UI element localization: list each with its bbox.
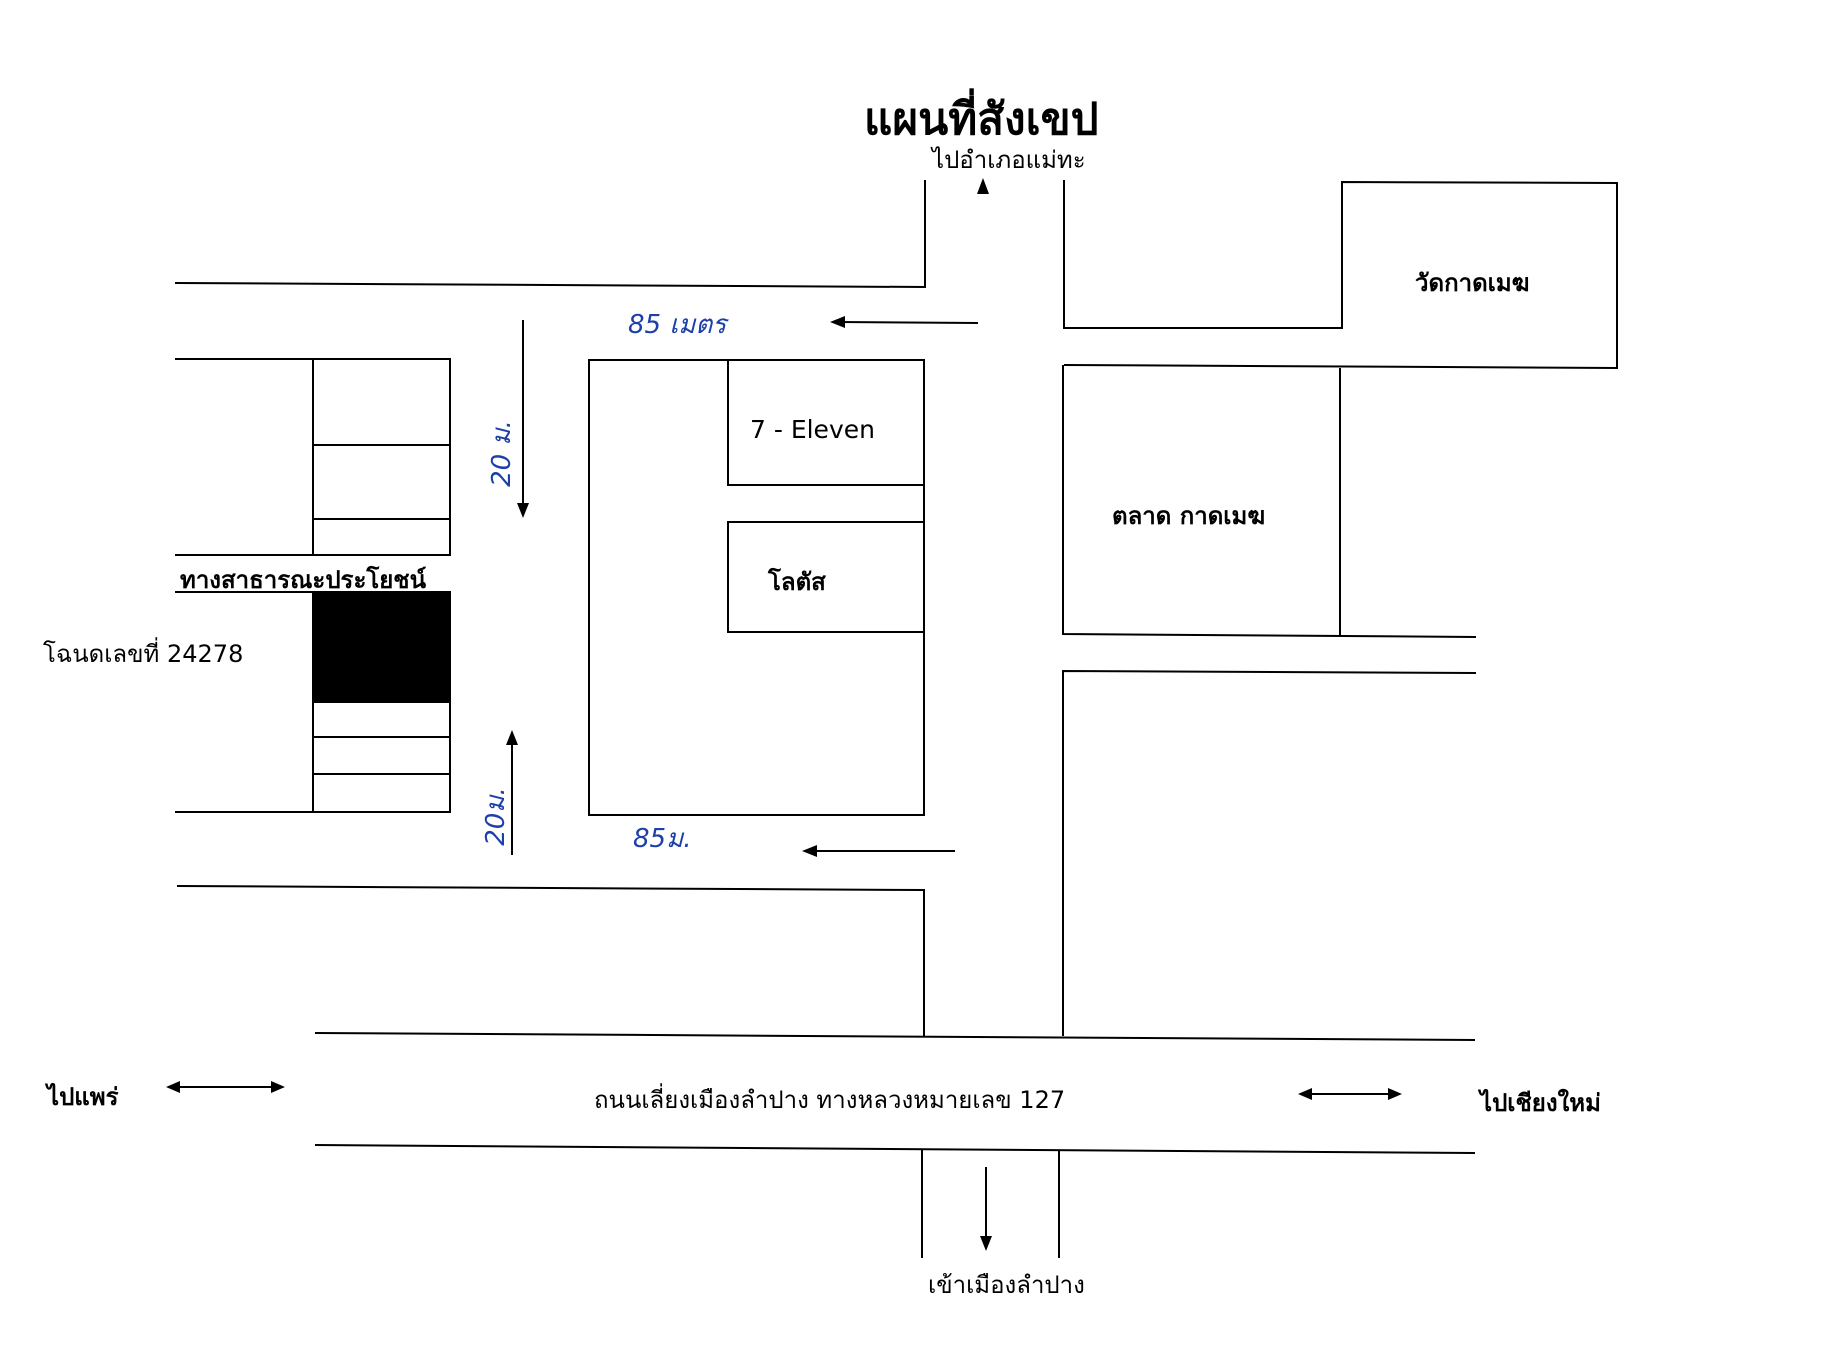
market-label: ตลาด กาดเมฆ: [1112, 502, 1266, 530]
distance-label-top: 85 เมตร: [628, 310, 727, 340]
east-destination-label: ไปเชียงใหม่: [1480, 1089, 1601, 1117]
road-edge: [1062, 669, 1477, 1036]
distance-label-upper-vertical: 20 ม.: [486, 420, 517, 487]
highway-edge-north: [314, 1032, 1476, 1041]
parcel-block-south: [175, 592, 451, 813]
lotus-label: โลตัส: [768, 568, 826, 596]
road-edge: [176, 885, 925, 1036]
seven-eleven-label: 7 - Eleven: [750, 415, 875, 444]
south-arrow: [980, 1167, 992, 1251]
east-double-arrow: [1298, 1088, 1402, 1100]
highway-label: ถนนเลี่ยงเมืองลำปาง ทางหลวงหมายเลข 127: [594, 1086, 1066, 1114]
distance-label-lower-vertical: 20ม.: [480, 787, 511, 846]
public-way-label: ทางสาธารณะประโยชน์: [180, 566, 426, 594]
subject-parcel: [312, 591, 451, 703]
road-edge: [174, 180, 926, 289]
deed-number-label: โฉนดเลขที่ 24278: [43, 640, 244, 668]
highway-edge-south: [314, 1144, 1476, 1154]
map-title: แผนที่สังเขป: [864, 94, 1099, 145]
central-block: [588, 359, 925, 816]
temple-lot-outline: [1063, 180, 1618, 370]
west-double-arrow: [166, 1081, 285, 1093]
temple-label: วัดกาดเมฆ: [1415, 269, 1530, 297]
distance-arrow-lower-vertical: [506, 730, 518, 855]
north-arrow: [977, 178, 989, 194]
distance-arrow-top: [830, 316, 979, 328]
market-block: [1062, 365, 1477, 638]
distance-label-lower: 85ม.: [633, 824, 692, 854]
distance-arrow-upper-vertical: [517, 320, 529, 518]
lotus-outline: [727, 521, 924, 633]
distance-arrow-lower: [802, 845, 955, 857]
seven-eleven-outline: [727, 360, 924, 486]
west-destination-label: ไปแพร่: [47, 1083, 119, 1111]
south-destination-label: เข้าเมืองลำปาง: [928, 1271, 1085, 1299]
north-destination-label: ไปอำเภอแม่ทะ: [932, 146, 1086, 174]
